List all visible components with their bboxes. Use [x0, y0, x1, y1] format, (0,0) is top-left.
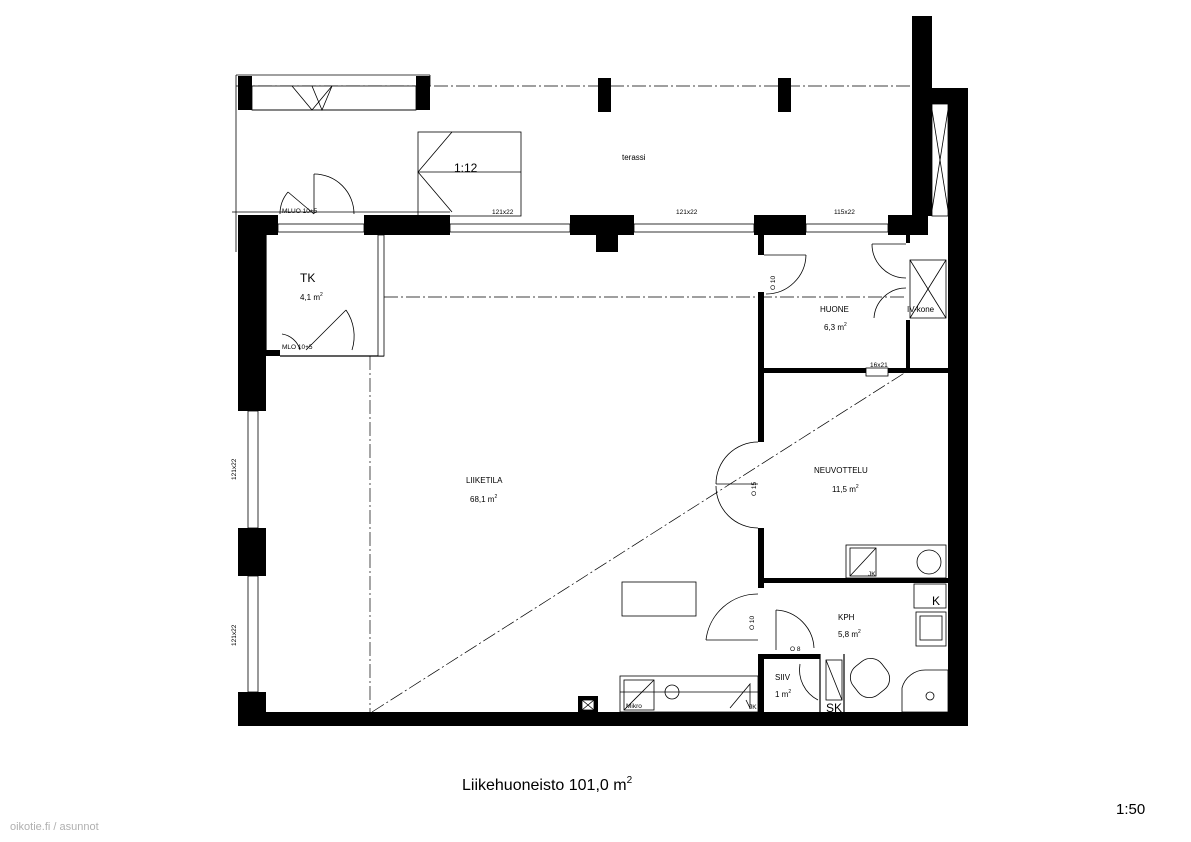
plan-title: Liikehuoneisto 101,0 m2	[462, 775, 633, 794]
fridge-label-neuv: JK	[868, 571, 876, 578]
partitions	[265, 234, 948, 714]
doors	[279, 173, 907, 701]
room-area-siiv: 1 m2	[775, 689, 791, 699]
door-label-kph: O 10	[749, 616, 756, 630]
window-label-top-1: 121x22	[492, 209, 514, 216]
room-name-huone: HUONE	[820, 305, 849, 314]
door-label-mlo: MLO 10+5	[282, 344, 313, 351]
window-label-left-2: 121x22	[231, 624, 238, 646]
room-name-tk: TK	[300, 271, 315, 285]
room-labels: TK 4,1 m2 HUONE 6,3 m2 IV-kone LIIKETILA…	[300, 271, 935, 699]
ramp: 1:12	[417, 131, 522, 217]
door-label-mluo: MLUO 10+5	[282, 208, 318, 215]
terrace-label: terassi	[622, 153, 646, 162]
windows	[247, 223, 889, 693]
fridge-label-kitchen: JK	[749, 704, 757, 711]
room-area-liiketila: 68,1 m2	[470, 494, 497, 504]
room-name-liiketila: LIIKETILA	[466, 476, 503, 485]
room-area-huone: 6,3 m2	[824, 322, 847, 332]
reference-lines	[369, 296, 907, 713]
fixtures	[619, 544, 949, 713]
room-area-kph: 5,8 m2	[838, 629, 861, 639]
room-name-ivkone: IV-kone	[907, 305, 935, 314]
door-label-neuvottelu: O 15	[751, 482, 758, 496]
terrace-area	[232, 74, 912, 252]
table	[621, 581, 697, 617]
window-label-top-2: 121x22	[676, 209, 698, 216]
window-label-left-1: 121x22	[231, 458, 238, 480]
sk-label: SK	[826, 701, 842, 715]
room-name-siiv: SIIV	[775, 673, 791, 682]
microwave-label: Mikro	[626, 703, 642, 710]
room-name-kph: KPH	[838, 613, 855, 622]
plan-scale: 1:50	[1116, 801, 1145, 818]
window-label-huone: 16x21	[870, 362, 888, 369]
door-label-huone: O 10	[770, 276, 777, 290]
room-name-neuvottelu: NEUVOTTELU	[814, 466, 868, 475]
ramp-slope-label: 1:12	[454, 161, 478, 175]
window-label-top-3: 115x22	[834, 209, 855, 216]
k-label: K	[932, 594, 940, 608]
room-area-tk: 4,1 m2	[300, 292, 323, 302]
room-area-neuvottelu: 11,5 m2	[832, 484, 859, 494]
walls	[238, 16, 968, 726]
watermark: oikotie.fi / asunnot	[10, 821, 99, 833]
door-label-wc: O 8	[790, 646, 801, 653]
